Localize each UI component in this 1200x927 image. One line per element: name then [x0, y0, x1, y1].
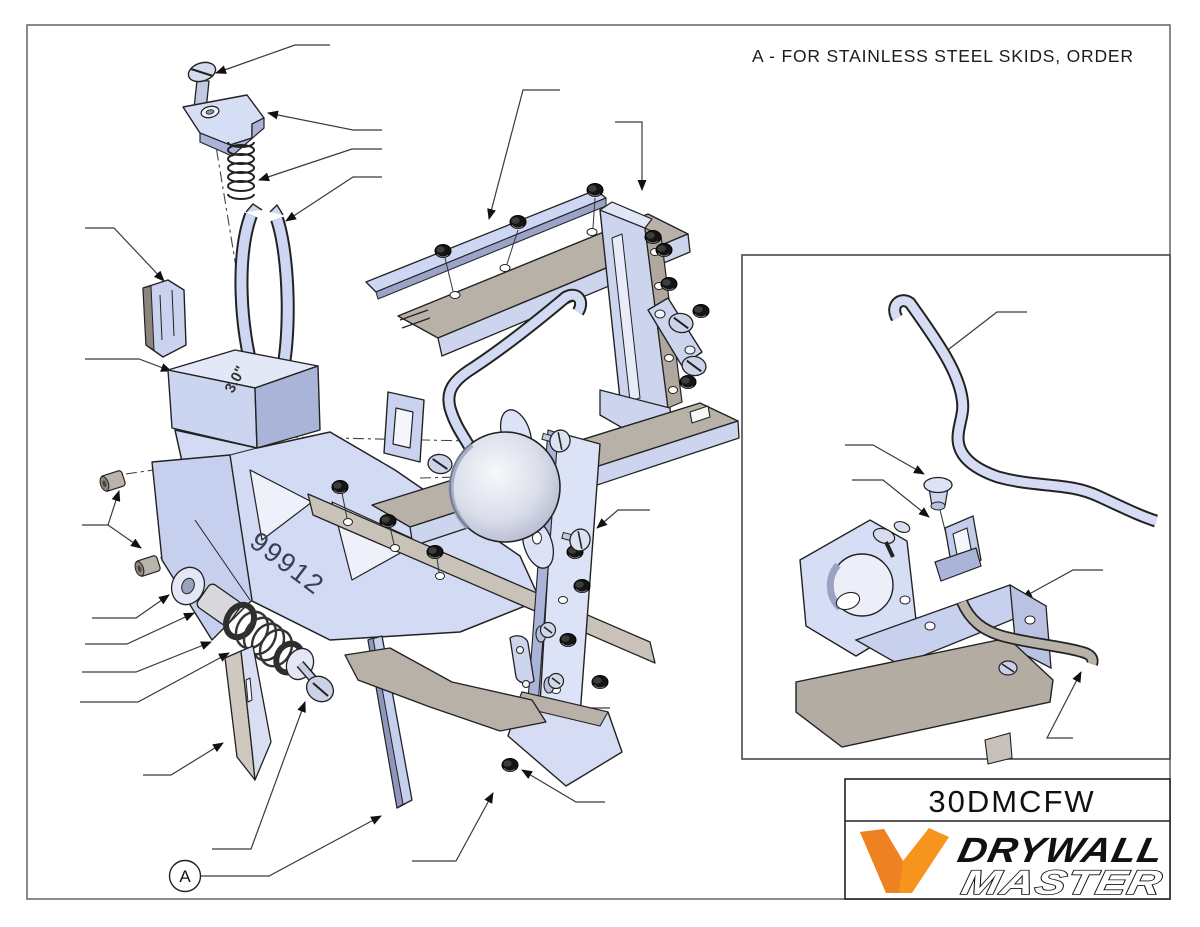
dome-cover: [448, 409, 561, 569]
stainless-skid-spring: [888, 294, 1159, 528]
title-block: 30DMCFW DRYWALL MASTER: [844, 778, 1171, 903]
detail-view-a: [795, 294, 1159, 765]
stainless-skids-note: A - FOR STAINLESS STEEL SKIDS, ORDER: [752, 46, 1134, 66]
detail-a-balloon: A: [168, 859, 202, 893]
detail-a-label: A: [179, 867, 191, 886]
skid-clip: [142, 279, 187, 358]
bent-foot-bar: [344, 647, 547, 732]
compression-spring: [227, 141, 255, 200]
skid-wedge: [224, 645, 272, 781]
clamp-plate: [182, 94, 265, 157]
model-number: 30DMCFW: [928, 784, 1095, 819]
skid-plug: [923, 476, 953, 539]
brand-logo: DRYWALL MASTER: [860, 828, 1168, 903]
brand-word-master: MASTER: [958, 864, 1166, 902]
link-plate: [509, 635, 535, 688]
plunger-assembly: [170, 566, 335, 703]
detail-base-assembly: [795, 515, 1099, 765]
main-exploded-view: 3.0" 99912: [97, 61, 740, 809]
cam-lever: [647, 297, 703, 367]
buckle-bracket: [383, 391, 425, 463]
brand-word-drywall: DRYWALL: [954, 831, 1167, 870]
